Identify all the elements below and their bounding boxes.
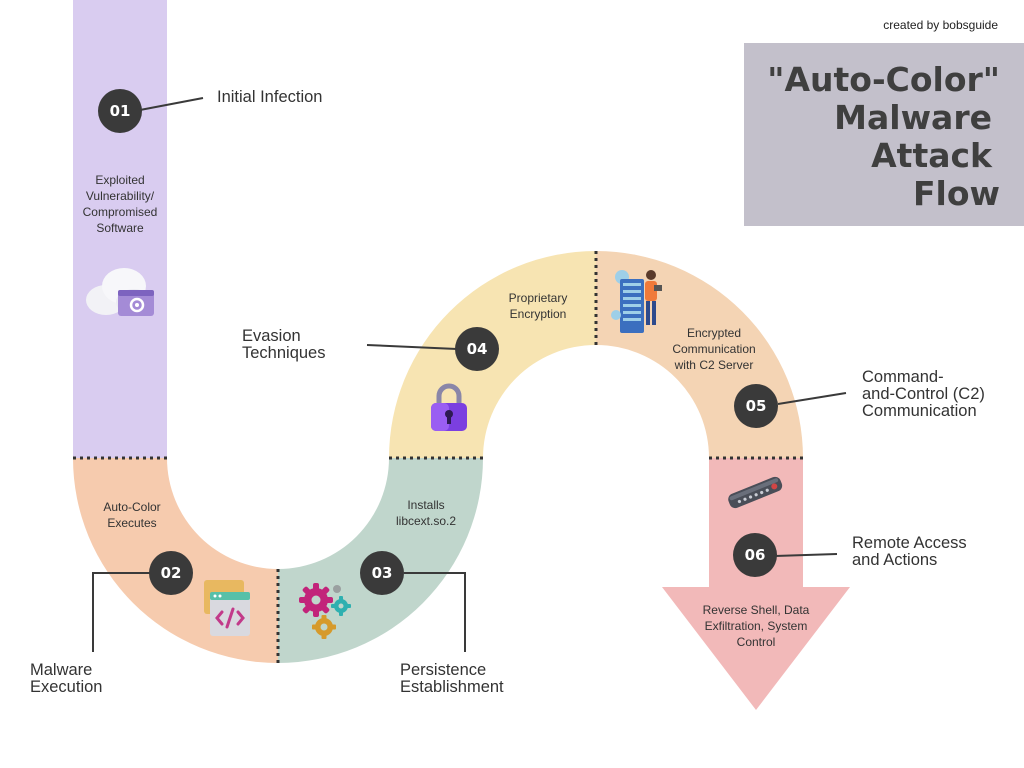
title-line-4: Flow xyxy=(912,174,1000,213)
step-label-06: Remote Access and Actions xyxy=(852,534,967,569)
step-desc-02: Auto-Color Executes xyxy=(103,500,161,530)
step-label-04: Evasion Techniques xyxy=(242,327,326,362)
step-label-01: Initial Infection xyxy=(217,88,323,106)
title-line-3: Attack xyxy=(871,136,992,175)
remote-control-icon xyxy=(728,476,783,509)
connector-06 xyxy=(774,553,838,557)
step-desc-01: Exploited Vulnerability/ Compromised Sof… xyxy=(82,173,158,235)
step-desc-03: Installs libcext.so.2 xyxy=(395,498,457,528)
step-label-05: Command- and-Control (C2) Communication xyxy=(862,368,985,420)
step-badge-06: 06 xyxy=(733,533,777,577)
connector-02 xyxy=(92,572,150,652)
step-badge-02: 02 xyxy=(149,551,193,595)
connector-03 xyxy=(404,572,466,652)
step-desc-04: Proprietary Encryption xyxy=(508,291,568,321)
padlock-icon xyxy=(431,383,467,431)
step-label-02: Malware Execution xyxy=(30,661,103,696)
stage-1-segment xyxy=(73,0,167,458)
step-label-03: Persistence Establishment xyxy=(400,661,504,696)
title-line-2: Malware xyxy=(834,98,992,137)
step-badge-01: 01 xyxy=(98,89,142,133)
step-desc-05: Encrypted Communication with C2 Server xyxy=(672,326,756,372)
step-badge-03: 03 xyxy=(360,551,404,595)
connector-04 xyxy=(366,344,458,350)
title-line-1: "Auto-Color" xyxy=(767,60,1000,99)
server-person-icon xyxy=(611,270,662,333)
connector-05 xyxy=(777,392,847,405)
cloud-settings-icon xyxy=(86,268,154,316)
step-desc-06: Reverse Shell, Data Exfiltration, System… xyxy=(702,603,810,649)
stage-6-arrow xyxy=(662,458,850,710)
connector-01 xyxy=(139,97,204,111)
gears-icon xyxy=(299,583,351,639)
step-badge-04: 04 xyxy=(455,327,499,371)
credit-text: created by bobsguide xyxy=(883,18,998,32)
step-badge-05: 05 xyxy=(734,384,778,428)
code-window-icon xyxy=(204,580,250,636)
title-box: "Auto-Color" Malware Attack Flow xyxy=(744,43,1024,226)
